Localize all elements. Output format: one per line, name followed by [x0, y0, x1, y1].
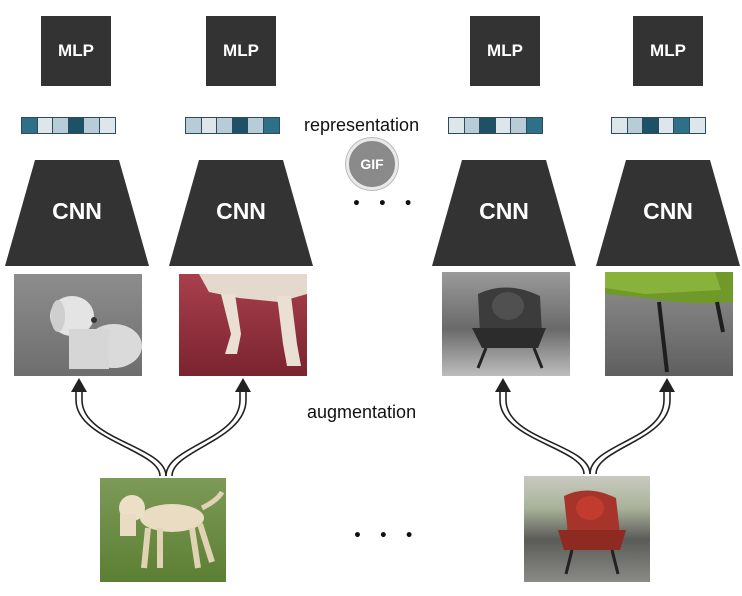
augmentation-label: augmentation	[307, 402, 417, 422]
trapezoid-shape	[169, 160, 313, 266]
dog-source-image	[100, 478, 226, 582]
rep-cell	[262, 117, 280, 134]
dog-icon	[50, 296, 142, 369]
trapezoid-shape	[5, 160, 149, 266]
cnn-label: CNN	[479, 198, 529, 224]
rep-cell	[98, 117, 116, 134]
mlp-block-4: MLP	[633, 16, 703, 86]
green-chair-icon	[605, 272, 733, 373]
representation-vector-2	[185, 117, 280, 134]
trapezoid-shape	[596, 160, 740, 266]
cnn-label: CNN	[643, 198, 693, 224]
rep-cell	[688, 117, 706, 134]
mlp-block-1: MLP	[41, 16, 111, 86]
cnn-label: CNN	[216, 198, 266, 224]
cnn-block-4: CNN	[596, 160, 740, 266]
cnn-label: CNN	[52, 198, 102, 224]
mlp-block-3: MLP	[470, 16, 540, 86]
gif-badge[interactable]: GIF	[346, 138, 398, 190]
cnn-block-1: CNN	[5, 160, 149, 266]
ellipsis-top: • • •	[352, 196, 419, 212]
chair-grayscale-view-image	[442, 272, 570, 376]
rep-cell	[525, 117, 543, 134]
representation-vector-4	[611, 117, 706, 134]
mlp-block-2: MLP	[206, 16, 276, 86]
cnn-block-3: CNN	[432, 160, 576, 266]
representation-vector-1	[21, 117, 116, 134]
chair-source-image	[524, 476, 650, 582]
chair-icon	[558, 490, 626, 575]
representation-label: representation	[304, 115, 420, 135]
trapezoid-shape	[432, 160, 576, 266]
representation-vector-3	[448, 117, 543, 134]
dog-red-crop-view-image	[179, 274, 307, 376]
dog-legs-icon	[199, 274, 307, 366]
dog-grayscale-view-image	[14, 274, 142, 376]
ellipsis-bottom: • • •	[353, 528, 420, 544]
dog-icon	[119, 490, 225, 569]
chair-icon	[472, 287, 546, 369]
chair-green-crop-view-image	[605, 272, 733, 376]
cnn-block-2: CNN	[169, 160, 313, 266]
